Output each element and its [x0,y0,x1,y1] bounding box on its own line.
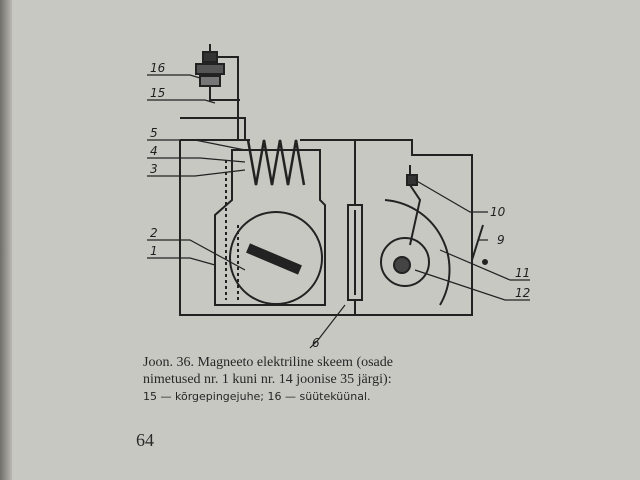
outer-circuit [179,139,473,316]
label-3: 3 [150,162,158,176]
caption-line-2: nimetused nr. 1 kuni nr. 14 joonise 35 j… [143,372,392,387]
label-16: 16 [150,61,166,75]
label-1: 1 [150,244,158,258]
capacitor [347,140,363,315]
high-voltage-wire [180,117,246,140]
spark-plug [195,44,240,140]
label-2: 2 [150,226,158,240]
label-5: 5 [150,126,158,140]
coil [246,139,306,186]
caption-line-3: 15 — kõrgepingejuhe; 16 — süüteküünal. [143,390,371,403]
page-number: 64 [136,430,154,450]
label-11: 11 [515,266,530,280]
caption-line-1: Joon. 36. Magneeto elektriline skeem (os… [143,355,393,370]
book-spine-shadow [0,0,12,480]
label-9: 9 [497,233,505,247]
label-6: 6 [312,336,320,350]
figure-caption: Joon. 36. Magneeto elektriline skeem (os… [143,354,543,405]
breaker [380,165,488,306]
magneto-core [214,149,326,306]
label-10: 10 [490,205,506,219]
label-15: 15 [150,86,165,100]
label-4: 4 [150,144,158,158]
label-12: 12 [515,286,530,300]
